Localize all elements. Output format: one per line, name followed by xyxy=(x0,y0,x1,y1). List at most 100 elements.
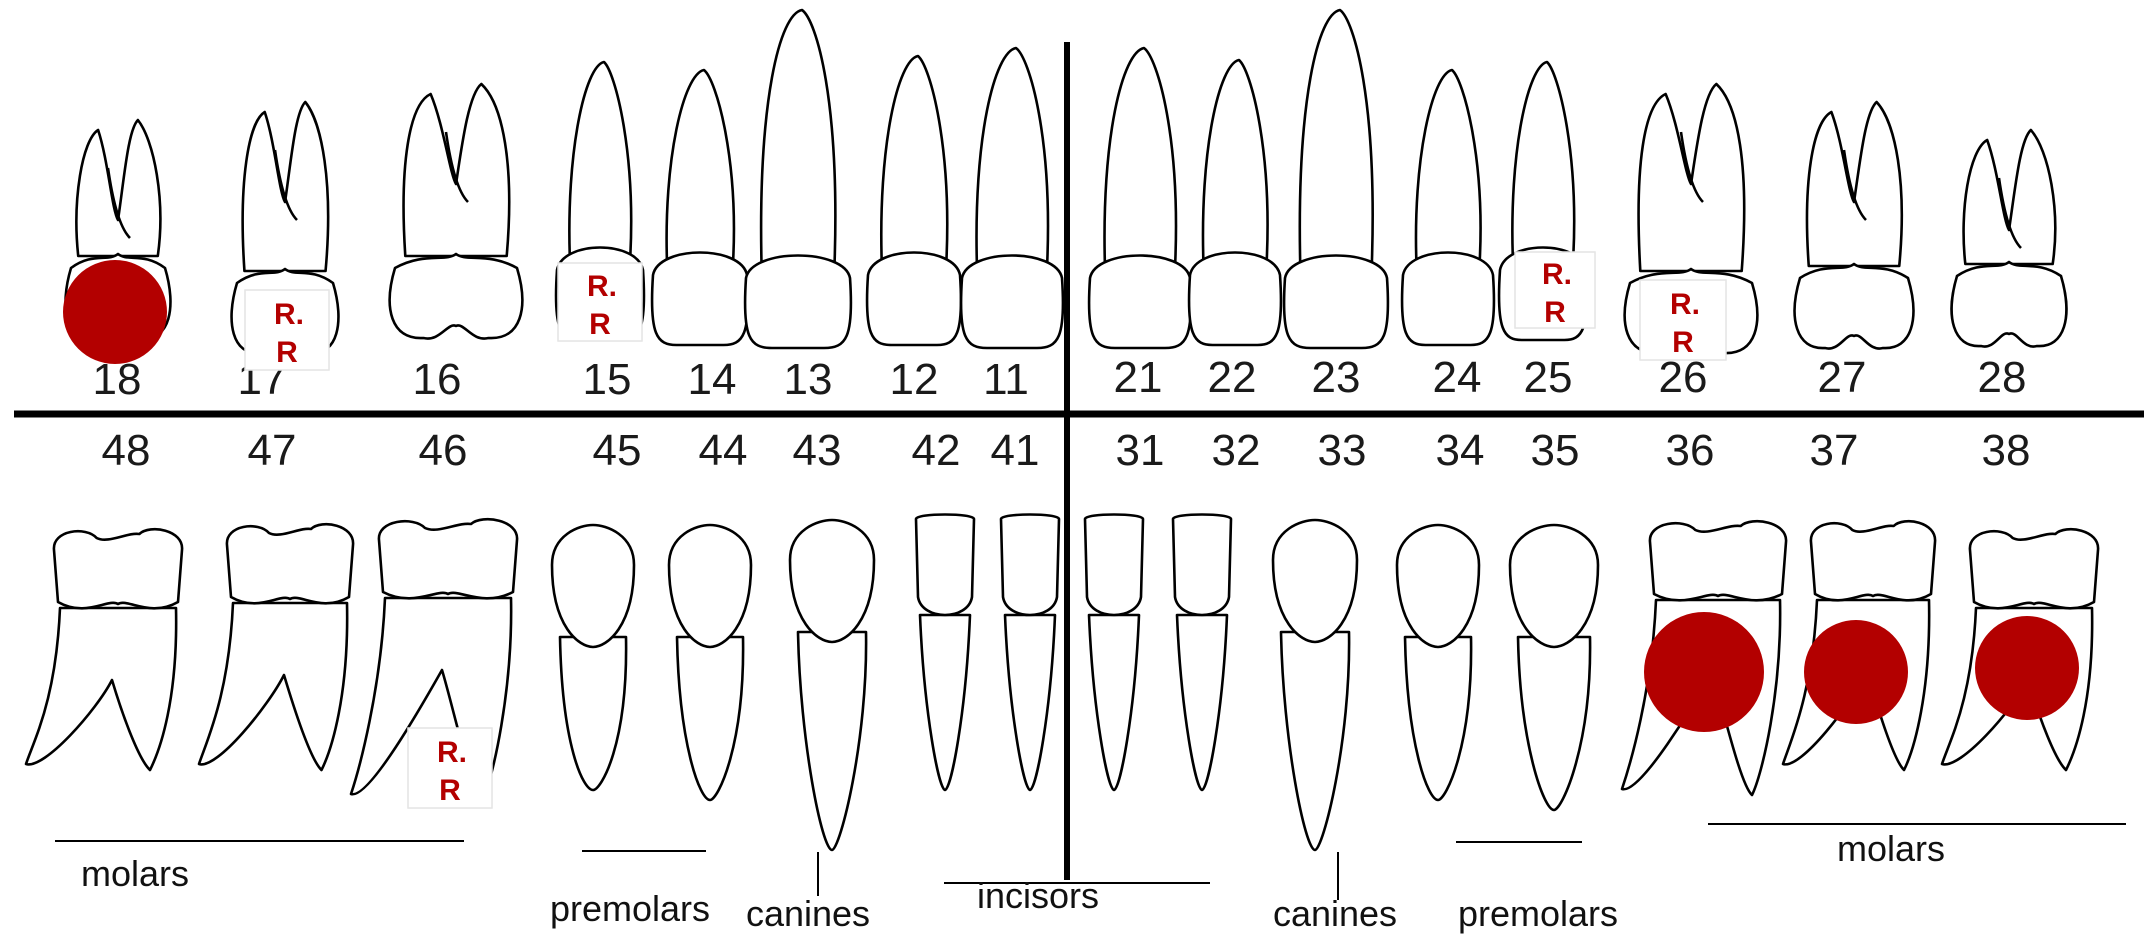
crown xyxy=(1510,525,1598,647)
tooth-number-27: 27 xyxy=(1818,353,1867,402)
crown xyxy=(1173,515,1231,616)
canines-right-label: canines xyxy=(746,893,870,934)
tooth-number-23: 23 xyxy=(1312,353,1361,402)
root xyxy=(677,637,743,800)
tooth-number-21: 21 xyxy=(1114,353,1163,402)
crown xyxy=(1189,253,1281,346)
red-dot-tooth-18 xyxy=(63,260,167,364)
tooth-number-42: 42 xyxy=(912,426,961,475)
rr-mark-line2: R xyxy=(1672,326,1694,359)
tooth-number-13: 13 xyxy=(784,355,833,404)
crown xyxy=(1402,253,1494,346)
root xyxy=(1807,102,1902,266)
upper-tooth-22 xyxy=(1189,60,1281,345)
root xyxy=(1405,637,1471,800)
crown xyxy=(867,253,961,346)
crown xyxy=(227,524,353,603)
lower-tooth-31 xyxy=(1085,515,1143,791)
upper-tooth-23 xyxy=(1284,10,1388,348)
lower-tooth-32 xyxy=(1173,515,1231,791)
incisors-label: incisors xyxy=(977,875,1099,916)
root xyxy=(977,48,1048,268)
root xyxy=(1300,10,1373,268)
rr-mark-line1: R. xyxy=(587,270,617,303)
root xyxy=(761,10,835,268)
crown xyxy=(390,254,523,339)
tooth-number-22: 22 xyxy=(1208,353,1257,402)
upper-tooth-14 xyxy=(652,70,748,345)
root xyxy=(667,70,734,265)
root xyxy=(1203,60,1268,265)
rr-mark-line1: R. xyxy=(1542,258,1572,291)
upper-tooth-21 xyxy=(1089,48,1191,348)
root xyxy=(404,84,510,256)
lower-tooth-33 xyxy=(1273,520,1357,850)
root xyxy=(243,102,328,271)
red-dot-tooth-37 xyxy=(1804,620,1908,724)
root xyxy=(798,632,866,850)
crown xyxy=(961,256,1063,349)
tooth-number-24: 24 xyxy=(1433,353,1482,402)
crown xyxy=(790,520,874,642)
tooth-number-31: 31 xyxy=(1116,426,1165,475)
group-labels: molars premolars canines incisors canine… xyxy=(55,824,2126,934)
crown xyxy=(745,256,851,349)
upper-tooth-16 xyxy=(390,84,523,339)
tooth-number-48: 48 xyxy=(102,426,151,475)
root xyxy=(1964,130,2056,264)
rr-mark-line2: R xyxy=(589,308,611,341)
lower-tooth-35 xyxy=(1510,525,1598,810)
tooth-number-25: 25 xyxy=(1524,353,1573,402)
rr-mark-tooth-25: R. R xyxy=(1515,252,1595,329)
tooth-number-28: 28 xyxy=(1978,353,2027,402)
red-dot-tooth-38 xyxy=(1975,616,2079,720)
root xyxy=(1089,615,1139,790)
tooth-number-45: 45 xyxy=(593,426,642,475)
crown xyxy=(1089,256,1191,349)
crown xyxy=(1811,521,1935,600)
teeth-layer xyxy=(26,10,2098,850)
crown xyxy=(652,253,748,346)
rr-mark-tooth-46: R. R xyxy=(408,728,492,808)
crown xyxy=(916,515,974,616)
crown xyxy=(379,519,517,598)
root xyxy=(76,120,160,256)
lower-tooth-48 xyxy=(26,529,182,770)
root xyxy=(199,603,347,770)
crown xyxy=(1397,525,1479,647)
root xyxy=(1512,62,1574,260)
tooth-number-38: 38 xyxy=(1982,426,2031,475)
crown xyxy=(1284,256,1388,349)
crown xyxy=(552,525,634,647)
tooth-number-35: 35 xyxy=(1531,426,1580,475)
rr-mark-tooth-17: R.R xyxy=(245,290,329,370)
crown xyxy=(1001,515,1059,616)
tooth-number-14: 14 xyxy=(688,355,737,404)
root xyxy=(560,637,626,790)
lower-tooth-44 xyxy=(669,525,751,800)
crown xyxy=(1952,262,2067,347)
root xyxy=(1281,632,1349,850)
rr-mark-line2: R xyxy=(439,774,461,807)
premolars-left-label: premolars xyxy=(1458,893,1618,934)
rr-mark-line1: R. xyxy=(437,736,467,769)
upper-tooth-27 xyxy=(1795,102,1914,349)
crown xyxy=(1085,515,1143,616)
crown xyxy=(669,525,751,647)
lower-tooth-42 xyxy=(916,515,974,791)
tooth-number-33: 33 xyxy=(1318,426,1367,475)
root xyxy=(1177,615,1227,790)
tooth-number-15: 15 xyxy=(583,355,632,404)
lower-tooth-34 xyxy=(1397,525,1479,800)
rr-mark-line2: R xyxy=(1544,296,1566,329)
root xyxy=(1518,637,1590,810)
crown xyxy=(1273,520,1357,642)
tooth-number-41: 41 xyxy=(991,426,1040,475)
canines-left-label: canines xyxy=(1273,893,1397,934)
root xyxy=(881,56,947,265)
crown xyxy=(1650,521,1786,600)
root xyxy=(1005,615,1055,790)
red-dot-tooth-36 xyxy=(1644,612,1764,732)
tooth-number-44: 44 xyxy=(699,426,748,475)
tooth-number-43: 43 xyxy=(793,426,842,475)
